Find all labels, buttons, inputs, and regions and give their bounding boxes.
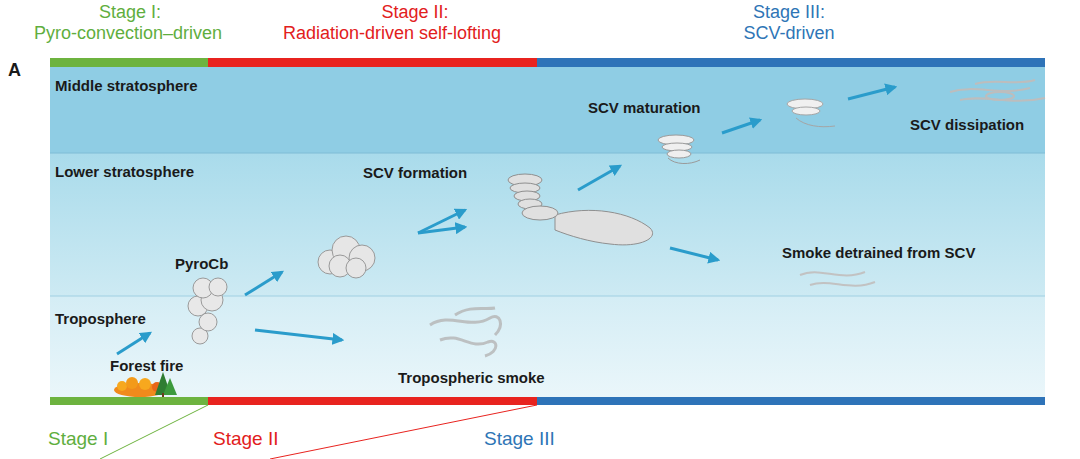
stage-header: Pyro-convection–driven	[34, 23, 222, 44]
process-label: PyroCb	[175, 255, 228, 272]
atmosphere-band: Lower stratosphere	[50, 153, 1045, 296]
stage-header: SCV-driven	[743, 23, 834, 44]
process-label: Tropospheric smoke	[398, 369, 545, 386]
process-label: SCV dissipation	[910, 116, 1024, 133]
stage-header: Stage II:	[381, 2, 448, 23]
process-label: SCV formation	[363, 164, 467, 181]
process-label: SCV maturation	[588, 99, 701, 116]
stage-header: Radiation-driven self-lofting	[283, 23, 501, 44]
stage-tag: Stage II	[213, 428, 279, 450]
atmosphere-band: Troposphere	[50, 296, 1045, 397]
layer-name: Lower stratosphere	[55, 163, 194, 180]
stage-tag: Stage III	[484, 428, 555, 450]
stage-header: Stage I:	[99, 2, 161, 23]
layer-name: Troposphere	[55, 310, 146, 327]
stage-tag: Stage I	[48, 428, 108, 450]
layer-name: Middle stratosphere	[55, 77, 198, 94]
panel-letter: A	[8, 60, 21, 81]
process-label: Forest fire	[110, 357, 183, 374]
stage-header: Stage III:	[753, 2, 825, 23]
process-label: Smoke detrained from SCV	[782, 244, 975, 261]
atmosphere-band: Middle stratosphere	[50, 67, 1045, 153]
